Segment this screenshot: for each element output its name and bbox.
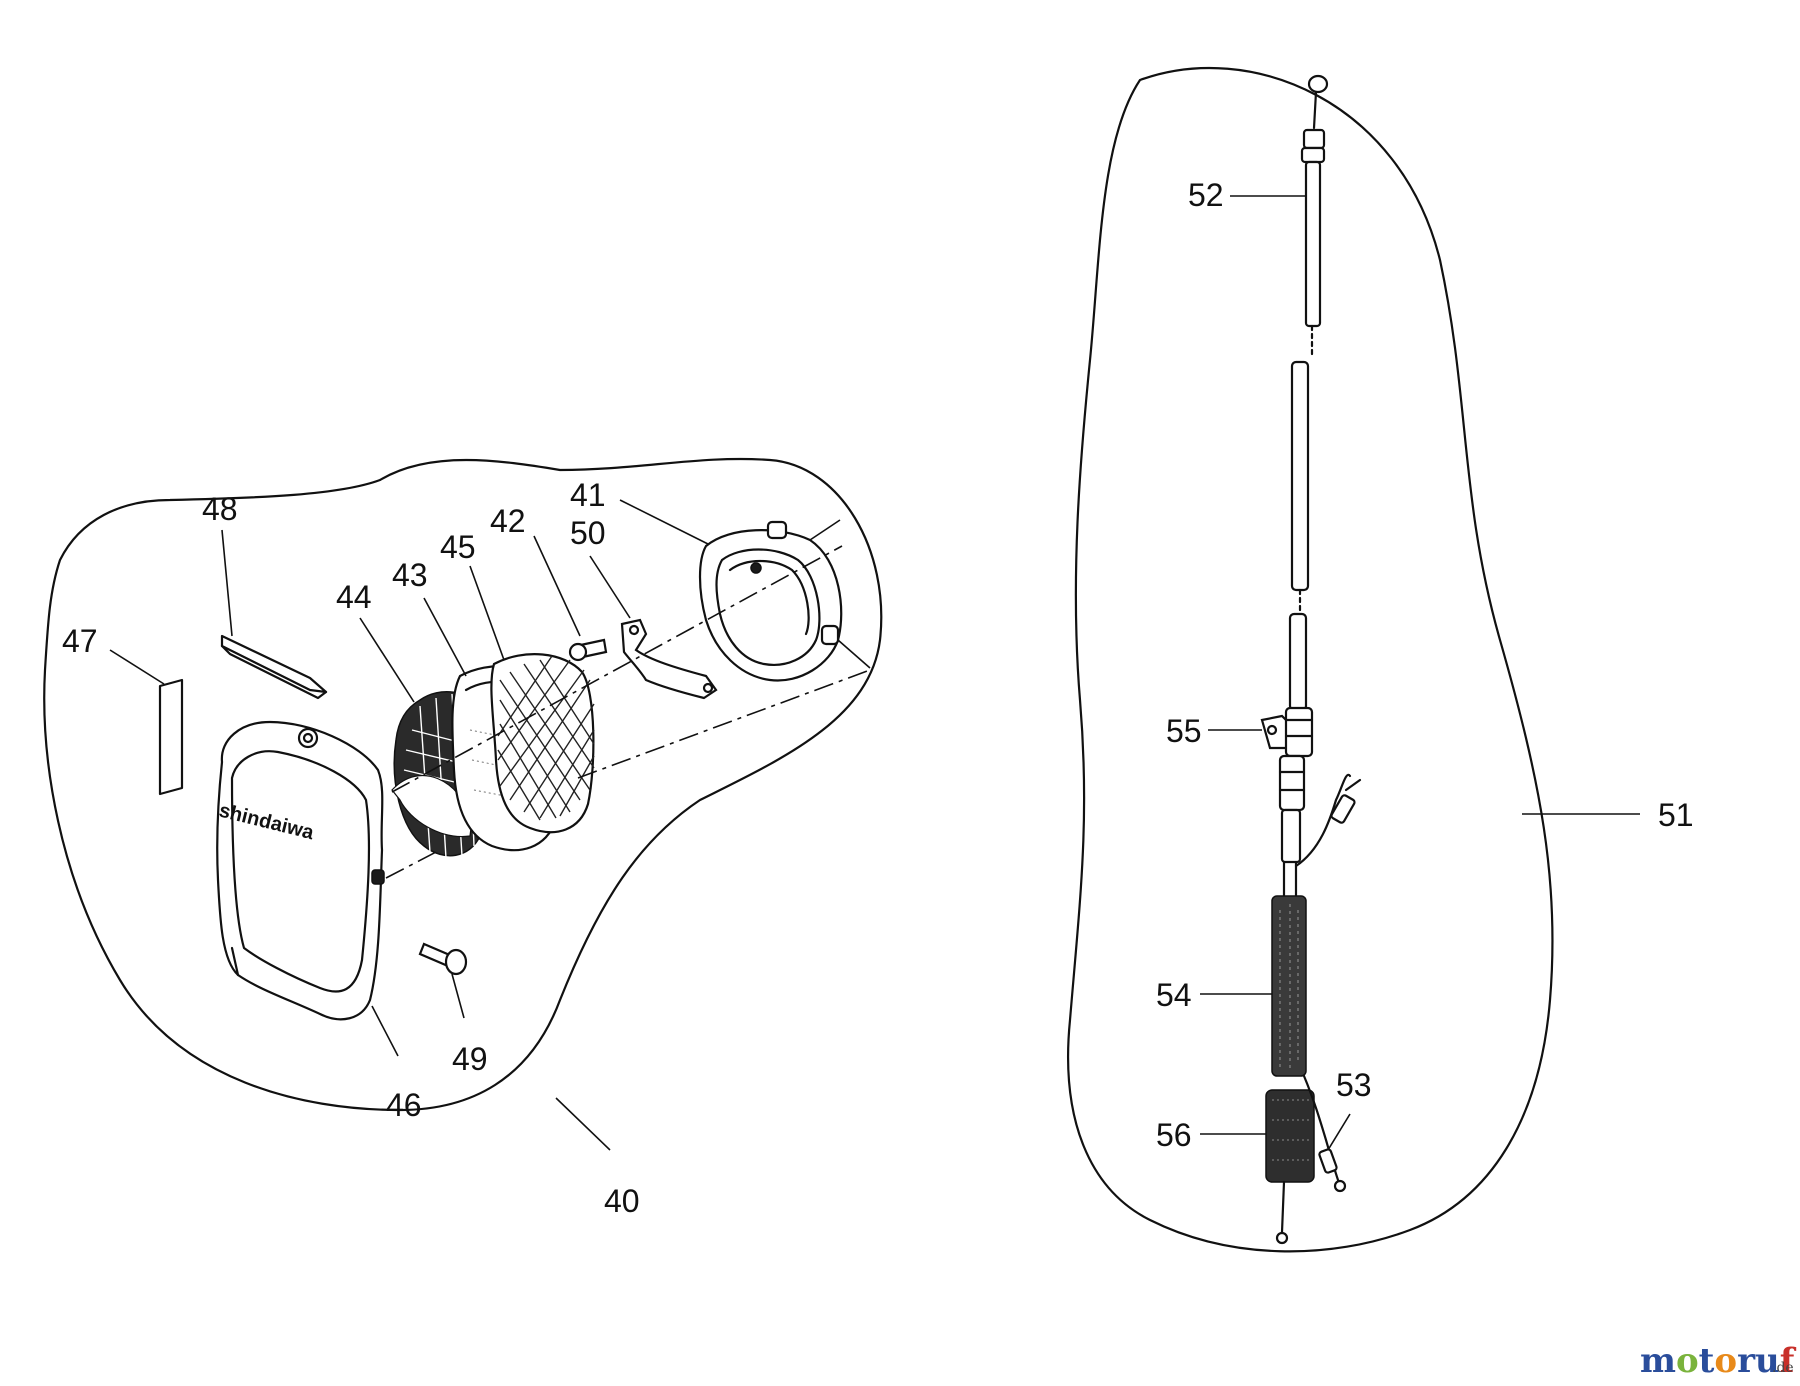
leader-45 (469, 565, 505, 661)
mesh-filter-45 (490, 653, 595, 834)
callout-45: 45 (440, 529, 476, 565)
callout-47: 47 (62, 623, 98, 659)
seal-strip-48 (220, 634, 328, 700)
callout-53: 53 (1336, 1067, 1372, 1103)
cable-assembly (1260, 74, 1362, 1245)
air-cleaner-group-outline (43, 457, 883, 1112)
leader-47 (109, 649, 165, 685)
svg-text:motoruf: motoruf (1640, 1341, 1797, 1381)
leader-42 (533, 535, 581, 637)
cleaner-cover-46: shindaiwa (216, 720, 385, 1021)
cable-group-outline (1067, 66, 1554, 1253)
bolt-49 (418, 942, 468, 976)
assembly-line-c (385, 849, 441, 879)
leader-48 (221, 529, 233, 637)
assembly-line-e (837, 639, 871, 669)
callout-56: 56 (1156, 1117, 1192, 1153)
callout-51: 51 (1658, 797, 1694, 833)
callout-41: 41 (570, 477, 606, 513)
callout-49: 49 (452, 1041, 488, 1077)
leader-53 (1327, 1113, 1351, 1151)
leader-41 (619, 499, 709, 545)
leader-40 (555, 1097, 611, 1151)
leader-43 (423, 597, 467, 677)
leader-50 (589, 555, 631, 619)
callout-48: 48 (202, 491, 238, 527)
callout-54: 54 (1156, 977, 1192, 1013)
case-ring-41 (698, 520, 843, 682)
assembly-line-b (577, 669, 871, 779)
callout-46: 46 (386, 1087, 422, 1123)
leader-44 (359, 617, 415, 703)
watermark-logo: motoruf .de (1640, 1341, 1797, 1381)
bracket-50 (620, 618, 718, 700)
callout-52: 52 (1188, 177, 1224, 213)
screw-42 (568, 638, 608, 662)
svg-text:.de: .de (1772, 1360, 1794, 1376)
callout-43: 43 (392, 557, 428, 593)
leader-46 (371, 1005, 399, 1057)
callout-40: 40 (604, 1183, 640, 1219)
callout-55: 55 (1166, 713, 1202, 749)
assembly-line-d (809, 519, 841, 541)
leader-49 (451, 973, 465, 1019)
decal-47 (158, 678, 184, 796)
callout-42: 42 (490, 503, 526, 539)
callout-50: 50 (570, 515, 606, 551)
assembly-line-a (391, 545, 843, 793)
callout-44: 44 (336, 579, 372, 615)
